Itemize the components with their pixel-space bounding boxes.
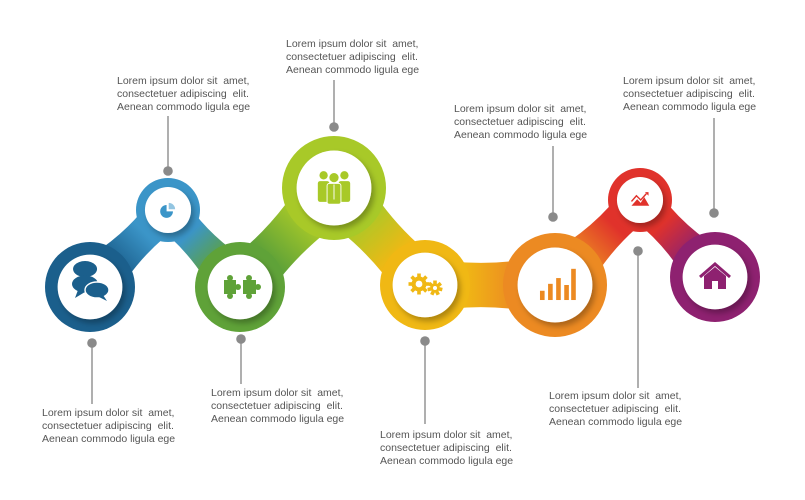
callout-connectors xyxy=(87,80,719,424)
callout-line-text: Aenean commodo ligula ege xyxy=(454,129,588,141)
pie-chart-icon xyxy=(160,202,176,218)
callout-line-text: Lorem ipsum dolor sit amet, xyxy=(42,407,175,419)
callout-dot xyxy=(709,208,719,218)
callout-line-text: Lorem ipsum dolor sit amet, xyxy=(549,390,682,402)
callout-line-text: consectetuer adipiscing elit. xyxy=(549,403,681,415)
callout-line-text: Aenean commodo ligula ege xyxy=(211,413,345,425)
line-chart-mountain-icon xyxy=(630,192,650,206)
bar-chart-icon xyxy=(539,268,576,301)
callout-line-text: Aenean commodo ligula ege xyxy=(549,416,683,428)
callout-text-5: Lorem ipsum dolor sit amet,consectetuer … xyxy=(380,429,513,468)
callout-line-text: consectetuer adipiscing elit. xyxy=(211,400,343,412)
callout-line-text: consectetuer adipiscing elit. xyxy=(286,51,418,63)
callout-dot xyxy=(633,246,643,256)
callout-line-text: Aenean commodo ligula ege xyxy=(286,64,420,76)
callout-dot xyxy=(87,338,97,348)
home-icon xyxy=(699,262,731,289)
callout-line-text: Lorem ipsum dolor sit amet, xyxy=(380,429,513,441)
callout-text-4: Lorem ipsum dolor sit amet,consectetuer … xyxy=(286,38,419,77)
callout-line-text: Aenean commodo ligula ege xyxy=(623,101,757,113)
gears-icon xyxy=(408,273,443,296)
callout-text-8: Lorem ipsum dolor sit amet,consectetuer … xyxy=(623,75,756,114)
callout-dot xyxy=(420,336,430,346)
callout-line-text: Lorem ipsum dolor sit amet, xyxy=(623,75,756,87)
callout-line-text: Lorem ipsum dolor sit amet, xyxy=(286,38,419,50)
callout-text-1: Lorem ipsum dolor sit amet,consectetuer … xyxy=(42,407,175,446)
callout-line-text: Lorem ipsum dolor sit amet, xyxy=(454,103,587,115)
callout-dot xyxy=(329,122,339,132)
callout-line-text: consectetuer adipiscing elit. xyxy=(42,420,174,432)
callout-line-text: Lorem ipsum dolor sit amet, xyxy=(211,387,344,399)
callout-line-text: consectetuer adipiscing elit. xyxy=(454,116,586,128)
callout-text-7: Lorem ipsum dolor sit amet,consectetuer … xyxy=(549,390,682,429)
callout-text-2: Lorem ipsum dolor sit amet,consectetuer … xyxy=(117,75,250,114)
step-disk-6 xyxy=(517,247,593,323)
callout-dot xyxy=(236,334,246,344)
callout-line-text: consectetuer adipiscing elit. xyxy=(623,88,755,100)
puzzle-icon xyxy=(224,275,261,299)
callout-line-text: Aenean commodo ligula ege xyxy=(42,433,176,445)
callout-line-text: Aenean commodo ligula ege xyxy=(380,455,514,467)
step-disk-2 xyxy=(144,186,192,234)
callout-dot xyxy=(163,166,173,176)
callout-text-6: Lorem ipsum dolor sit amet,consectetuer … xyxy=(454,103,587,142)
callout-line-text: Lorem ipsum dolor sit amet, xyxy=(117,75,250,87)
speech-bubbles-icon xyxy=(72,261,110,301)
callout-text-3: Lorem ipsum dolor sit amet,consectetuer … xyxy=(211,387,344,426)
callout-line-text: consectetuer adipiscing elit. xyxy=(380,442,512,454)
callout-line-text: Aenean commodo ligula ege xyxy=(117,101,251,113)
callout-line-text: consectetuer adipiscing elit. xyxy=(117,88,249,100)
callout-dot xyxy=(548,212,558,222)
team-icon xyxy=(317,171,351,205)
step-rings xyxy=(45,136,760,337)
